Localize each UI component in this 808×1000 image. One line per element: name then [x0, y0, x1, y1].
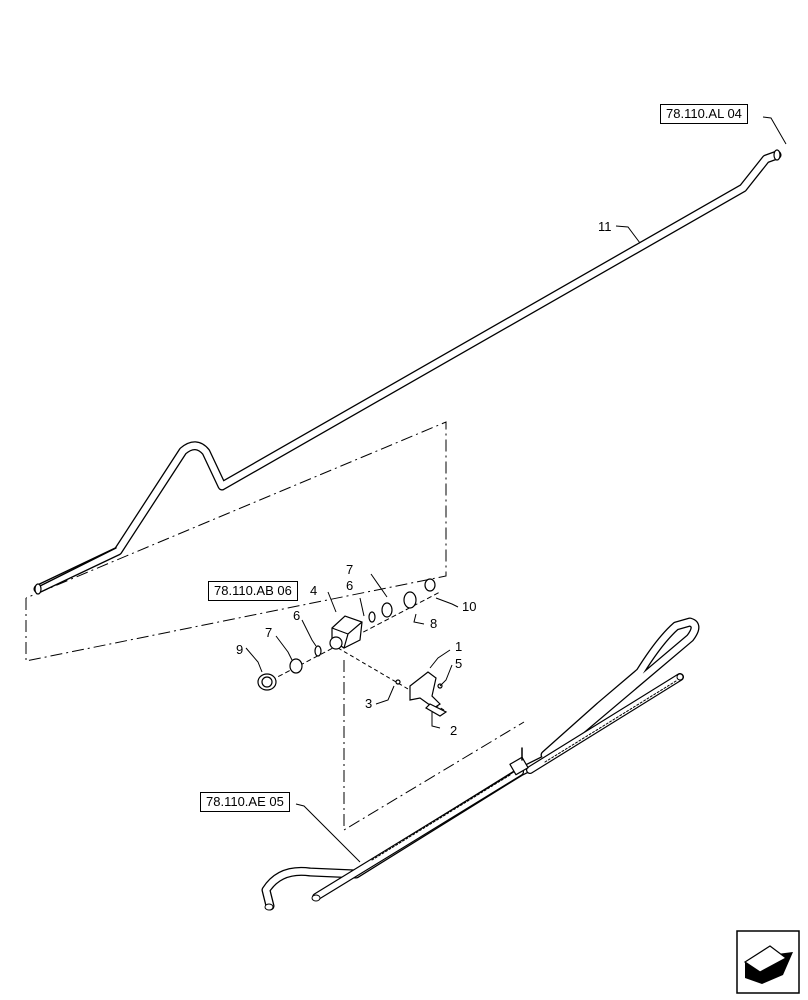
part-callouts: 11 7 6 4 10 8 6 7 9 1 5 3 2: [236, 219, 612, 738]
callout-6a: 6: [346, 578, 353, 593]
callout-7a: 7: [346, 562, 353, 577]
reference-78-110-ae-05[interactable]: 78.110.AE 05: [200, 792, 290, 812]
washer-part-6-right: [368, 611, 376, 623]
callout-5: 5: [455, 656, 462, 671]
callout-9: 9: [236, 642, 243, 657]
callout-6b: 6: [293, 608, 300, 623]
callout-1: 1: [455, 639, 462, 654]
clip-part-7-right: [381, 602, 393, 618]
clamp-part-8: [403, 591, 417, 609]
screw-part-3: [395, 679, 401, 685]
assembly-boundary: [25, 421, 525, 831]
callout-4: 4: [310, 583, 317, 598]
clip-part-7-left: [289, 658, 303, 674]
callout-7b: 7: [265, 625, 272, 640]
reference-78-110-ab-06[interactable]: 78.110.AB 06: [208, 581, 298, 601]
tube-part-11: [33, 149, 782, 595]
callout-11: 11: [598, 219, 612, 234]
callout-2: 2: [450, 723, 457, 738]
hose-assembly: [261, 617, 700, 911]
leader-lines: [245, 116, 787, 863]
arrow-next-page-icon[interactable]: [736, 930, 800, 994]
bracket-tab-part-2: [425, 703, 448, 717]
callout-10: 10: [462, 599, 476, 614]
cap-part-10: [424, 578, 436, 592]
bracket-part-1: [409, 671, 441, 709]
reference-78-110-al-04[interactable]: 78.110.AL 04: [660, 104, 748, 124]
nozzle-assembly: [257, 578, 448, 717]
callout-8: 8: [430, 616, 437, 631]
washer-part-6-left: [314, 645, 322, 657]
callout-3: 3: [365, 696, 372, 711]
